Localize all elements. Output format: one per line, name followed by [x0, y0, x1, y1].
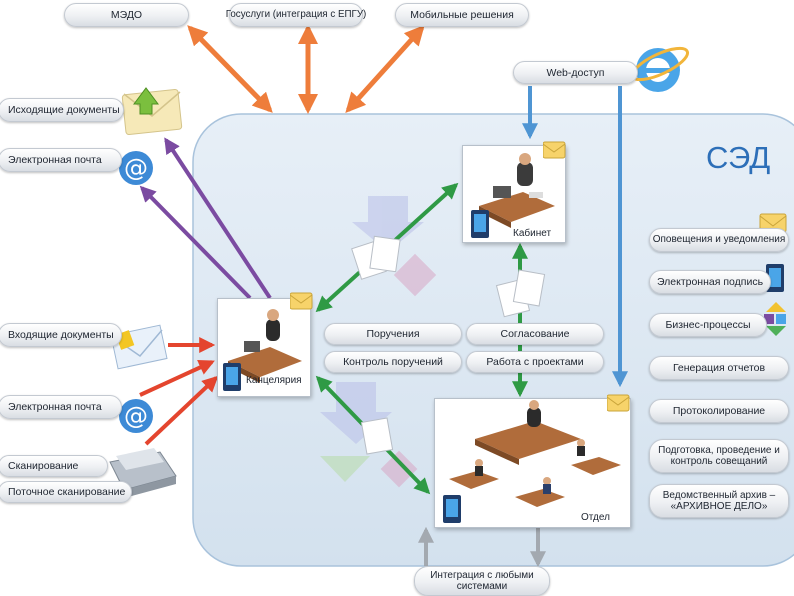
mobile-solutions-label[interactable]: Мобильные решения	[395, 3, 529, 27]
email-in-label[interactable]: Электронная почта	[0, 395, 122, 419]
scanning-label[interactable]: Сканирование	[0, 455, 108, 477]
office-illustration	[449, 400, 621, 507]
approval-label[interactable]: Согласование	[466, 323, 604, 345]
svg-text:@: @	[124, 154, 148, 182]
email-out-label[interactable]: Электронная почта	[0, 148, 122, 172]
office-illustration	[479, 153, 555, 228]
feature-reports[interactable]: Генерация отчетов	[649, 356, 789, 380]
cabinet-label: Кабинет	[513, 228, 552, 239]
feature-meetings[interactable]: Подготовка, проведение и контроль совеща…	[649, 439, 789, 473]
at-sign-icon: @	[119, 151, 153, 185]
feature-e-signature[interactable]: Электронная подпись	[649, 270, 771, 294]
internet-explorer-icon	[630, 46, 690, 92]
document-icon	[351, 235, 546, 455]
tablet-icon	[443, 495, 461, 523]
medo-label[interactable]: МЭДО	[64, 3, 189, 27]
arrow-mobile	[345, 25, 425, 113]
mail-icon	[759, 213, 787, 233]
at-sign-icon: @	[119, 399, 153, 433]
feature-business-processes[interactable]: Бизнес-процессы	[649, 313, 767, 337]
batch-scanning-label[interactable]: Поточное сканирование	[0, 481, 132, 503]
envelope-arrow-icon	[121, 87, 183, 136]
puzzle-icon	[764, 302, 786, 336]
chancellery-label: Канцелярия	[246, 375, 302, 386]
mail-icon	[607, 394, 630, 412]
gosuslugi-label[interactable]: Госуслуги (интеграция с ЕПГУ)	[226, 3, 366, 27]
svg-text:@: @	[124, 402, 148, 430]
web-access-label[interactable]: Web-доступ	[513, 61, 638, 84]
mail-icon	[543, 141, 566, 159]
incoming-docs-label[interactable]: Входящие документы	[0, 323, 122, 347]
feature-notifications[interactable]: Оповещения и уведомления	[649, 228, 789, 252]
system-title: СЭД	[706, 140, 770, 175]
cabinet-card[interactable]: Кабинет	[462, 141, 566, 243]
department-card[interactable]: Отдел	[434, 394, 631, 528]
chancellery-card[interactable]: Канцелярия	[217, 292, 313, 397]
arrow-email-in	[139, 360, 215, 397]
integration-label[interactable]: Интеграция с любыми системами	[414, 566, 550, 596]
outgoing-docs-label[interactable]: Исходящие документы	[0, 98, 124, 122]
department-label: Отдел	[581, 512, 610, 523]
arrow-scanning	[144, 375, 219, 446]
scanner-icon	[109, 448, 177, 498]
control-assignments-label[interactable]: Контроль поручений	[324, 351, 462, 373]
arrow-outgoing-docs	[164, 137, 272, 300]
feature-archive[interactable]: Ведомственный архив – «АРХИВНОЕ ДЕЛО»	[649, 484, 789, 518]
tablet-icon	[471, 210, 489, 238]
mail-icon	[290, 292, 313, 310]
tablet-icon	[223, 363, 241, 391]
feature-logging[interactable]: Протоколирование	[649, 399, 789, 423]
arrow-email-out	[139, 185, 252, 300]
assignments-label[interactable]: Поручения	[324, 323, 462, 345]
projects-label[interactable]: Работа с проектами	[466, 351, 604, 373]
arrow-medo	[187, 25, 273, 113]
